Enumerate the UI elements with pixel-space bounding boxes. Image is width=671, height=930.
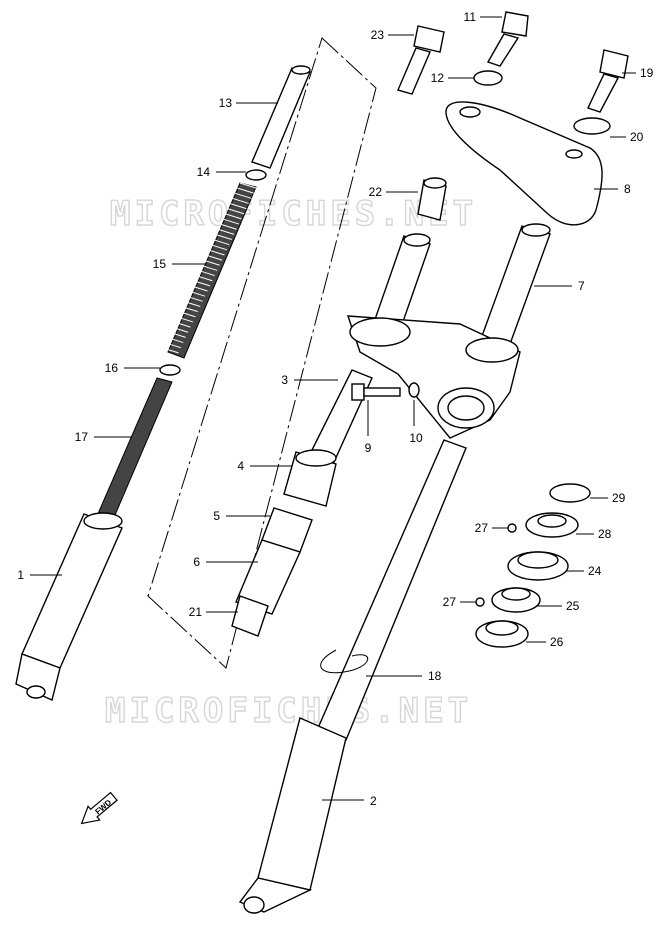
callout-21: 21 — [189, 605, 203, 619]
fwd-arrow-icon: FWD — [80, 791, 118, 825]
part-18-circlip — [320, 649, 369, 674]
callout-6: 6 — [193, 555, 200, 569]
callout-14: 14 — [197, 165, 211, 179]
part-16-washer — [159, 364, 181, 376]
callout-24: 24 — [588, 564, 602, 578]
callout-27a: 27 — [475, 521, 489, 535]
part-28-steering-nut — [525, 512, 579, 538]
part-29-dust-seal — [549, 483, 591, 503]
part-9-bolt — [351, 383, 401, 401]
callout-2: 2 — [370, 794, 377, 808]
part-19-bolt — [587, 49, 629, 113]
part-20-washer — [573, 117, 611, 135]
callout-19: 19 — [640, 66, 654, 80]
watermark-bottom: MICROFICHES.NET — [105, 691, 472, 731]
part-10-washer — [408, 382, 420, 398]
callout-28: 28 — [598, 527, 612, 541]
part-2-outer-tube-right — [238, 439, 467, 914]
callout-17: 17 — [75, 430, 89, 444]
part-26-bearing-cone — [475, 620, 529, 648]
part-27-ball-a — [507, 523, 517, 533]
callout-7: 7 — [578, 279, 585, 293]
callout-11: 11 — [464, 10, 477, 24]
callout-27b: 27 — [443, 595, 457, 609]
part-22-cap — [417, 177, 447, 221]
part-14-washer — [245, 169, 267, 181]
part-8-upper-bracket — [445, 101, 603, 226]
callout-16: 16 — [105, 361, 119, 375]
part-17-spring — [96, 377, 173, 523]
callout-26: 26 — [550, 635, 564, 649]
callout-10: 10 — [409, 431, 423, 445]
part-13-fork-tube-upper — [251, 65, 311, 169]
callout-18: 18 — [428, 669, 442, 683]
callout-25: 25 — [566, 599, 580, 613]
callout-12: 12 — [431, 71, 445, 85]
callout-23: 23 — [371, 28, 385, 42]
callout-8: 8 — [624, 182, 631, 196]
part-24-bearing-race — [507, 551, 569, 581]
callout-22: 22 — [369, 185, 383, 199]
part-6-damper-rod — [235, 539, 301, 615]
part-21-rod-end — [231, 595, 269, 637]
callout-9: 9 — [365, 441, 372, 455]
part-15-fork-spring — [159, 182, 257, 359]
leader-lines — [30, 16, 636, 801]
part-27-ball-b — [475, 597, 485, 607]
callout-5: 5 — [213, 509, 220, 523]
callout-15: 15 — [153, 257, 167, 271]
part-12-washer — [473, 70, 503, 86]
part-1-outer-tube-left — [15, 512, 123, 701]
steering-stem-lower-bracket — [347, 315, 521, 439]
part-4-bushing — [283, 449, 337, 507]
callout-20: 20 — [630, 130, 644, 144]
callout-1: 1 — [17, 568, 24, 582]
callout-3: 3 — [281, 373, 288, 387]
part-23-bolt — [397, 25, 445, 95]
callout-4: 4 — [237, 459, 244, 473]
part-25-bearing — [491, 587, 541, 613]
part-11-bolt — [486, 11, 529, 67]
part-7-inner-tube-right — [481, 223, 551, 345]
callout-labels: 1 2 3 4 5 6 7 8 9 10 11 12 13 14 15 16 1… — [17, 10, 653, 808]
watermark-top: MICROFICHES.NET — [110, 194, 477, 234]
callout-13: 13 — [219, 96, 233, 110]
exploded-frame — [147, 37, 377, 669]
callout-29: 29 — [612, 491, 626, 505]
